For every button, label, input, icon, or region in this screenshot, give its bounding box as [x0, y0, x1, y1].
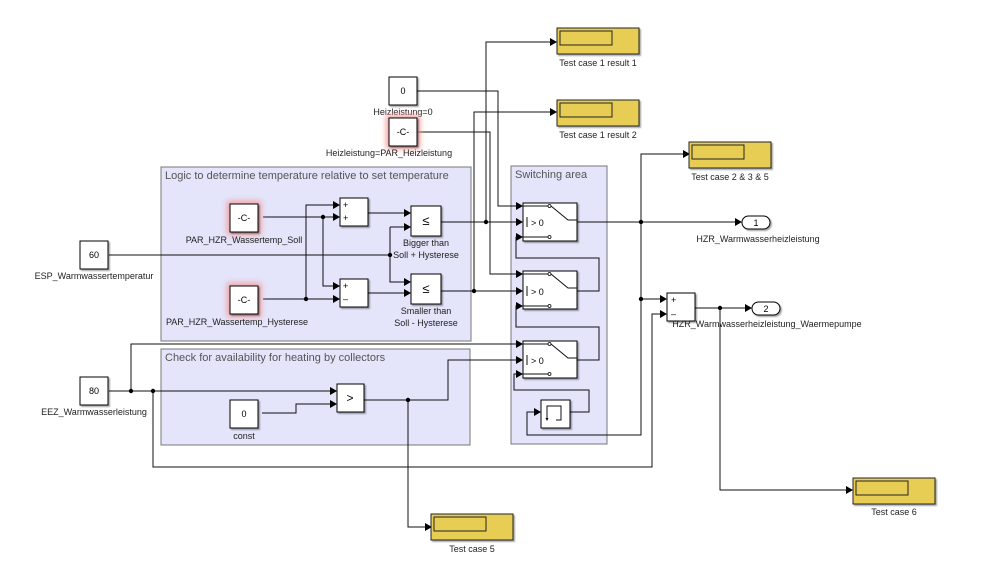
- constant-value: 80: [89, 386, 99, 396]
- sum-sign: +: [343, 200, 348, 210]
- outport-2[interactable]: 2 HZR_Warmwasserheizleistung_Waermepumpe: [672, 301, 862, 329]
- scope-test-case-5[interactable]: Test case 5: [430, 513, 514, 554]
- sum-output[interactable]: + –: [666, 292, 696, 322]
- constant-value: 0: [241, 409, 246, 419]
- sum-sign: –: [343, 294, 348, 304]
- relational-smaller-than[interactable]: ≤ Smaller than Soll - Hysterese: [394, 273, 458, 328]
- outport-number: 1: [753, 218, 758, 228]
- sum-sign: +: [343, 281, 348, 291]
- scope-label: Test case 5: [449, 544, 495, 554]
- sum-soll-plus-hysterese[interactable]: + +: [339, 197, 369, 227]
- block-label: PAR_HZR_Wassertemp_Soll: [186, 235, 303, 245]
- outport-number: 2: [763, 304, 768, 314]
- block-label: PAR_HZR_Wassertemp_Hysterese: [166, 317, 308, 327]
- scope-label: Test case 1 result 1: [559, 58, 637, 68]
- block-label: Soll + Hysterese: [393, 250, 459, 260]
- area-check[interactable]: Check for availability for heating by co…: [160, 348, 471, 446]
- switch-threshold: > 0: [531, 356, 544, 366]
- wire-hysterese-branch: [305, 204, 333, 299]
- delay-icon: [546, 405, 562, 421]
- sum-sign: +: [343, 213, 348, 223]
- relational-bigger-than[interactable]: ≤ Bigger than Soll + Hysterese: [393, 205, 459, 260]
- sum-sign: +: [671, 295, 676, 305]
- relational-operator: >: [346, 391, 353, 405]
- scope-test-case-1-result-2[interactable]: Test case 1 result 2: [556, 99, 640, 140]
- constant-heizleistung-zero[interactable]: 0 Heizleistung=0: [373, 76, 433, 117]
- unit-delay-block[interactable]: [540, 399, 571, 429]
- block-label: ESP_Warmwassertemperatur: [35, 271, 154, 281]
- constant-value: -C-: [238, 295, 251, 305]
- constant-value: 0: [400, 86, 405, 96]
- constant-value: 60: [89, 250, 99, 260]
- block-label: const: [233, 431, 255, 441]
- switch-threshold: > 0: [531, 218, 544, 228]
- wire-eez-up: [130, 343, 516, 391]
- constant-value: -C-: [238, 213, 251, 223]
- wire-eez-down: [152, 313, 660, 468]
- scope-label: Test case 6: [871, 507, 917, 517]
- constant-hysterese[interactable]: -C- PAR_HZR_Wassertemp_Hysterese: [166, 283, 308, 327]
- constant-esp[interactable]: 60 ESP_Warmwassertemperatur: [35, 240, 154, 281]
- constant-heizleistung-par[interactable]: -C- Heizleistung=PAR_Heizleistung: [326, 115, 452, 158]
- switch-1[interactable]: > 0: [522, 202, 578, 242]
- sum-soll-minus-hysterese[interactable]: + –: [339, 278, 369, 308]
- outport-label: HZR_Warmwasserheizleistung_Waermepumpe: [672, 319, 861, 329]
- block-label: Soll - Hysterese: [394, 318, 458, 328]
- relational-operator: ≤: [422, 281, 429, 296]
- block-label: Bigger than: [403, 238, 449, 248]
- wire-gt-to-scope5: [407, 400, 425, 528]
- switch-3[interactable]: > 0: [522, 340, 578, 379]
- wire-heizleistung-par: [417, 131, 516, 275]
- constant-soll[interactable]: -C- PAR_HZR_Wassertemp_Soll: [186, 201, 303, 245]
- wire-to-scope3: [640, 153, 683, 222]
- scope-test-case-6[interactable]: Test case 6: [852, 477, 936, 517]
- scope-label: Test case 2 & 3 & 5: [691, 172, 769, 182]
- block-label: Heizleistung=PAR_Heizleistung: [326, 148, 452, 158]
- outport-1[interactable]: 1 HZR_Warmwasserheizleistung: [696, 215, 820, 244]
- sum-sign: –: [671, 309, 676, 319]
- block-label: Heizleistung=0: [373, 107, 432, 117]
- scope-test-case-1-result-1[interactable]: Test case 1 result 1: [556, 27, 640, 68]
- area-logic[interactable]: Logic to determine temperature relative …: [160, 166, 472, 342]
- constant-const[interactable]: 0 const: [229, 399, 259, 441]
- wire-heizleistung0: [417, 90, 516, 207]
- scope-label: Test case 1 result 2: [559, 130, 637, 140]
- wire-const: [262, 403, 330, 414]
- scope-test-case-2-3-5[interactable]: Test case 2 & 3 & 5: [688, 141, 772, 182]
- area-check-title: Check for availability for heating by co…: [165, 352, 386, 364]
- wire-delay-in: [526, 222, 642, 436]
- relational-operator: ≤: [422, 213, 429, 228]
- area-switching-title: Switching area: [515, 169, 588, 181]
- wire-soll-branch: [322, 217, 333, 287]
- block-label: EEZ_Warmwasserleistung: [41, 407, 147, 417]
- area-logic-title: Logic to determine temperature relative …: [165, 170, 449, 182]
- wire-to-scope2: [473, 111, 550, 291]
- constant-eez[interactable]: 80 EEZ_Warmwasserleistung: [41, 376, 147, 417]
- wire-delay-to-sw3: [513, 373, 590, 413]
- signal-lines: [109, 38, 853, 531]
- relational-greater-than-const[interactable]: >: [336, 383, 365, 413]
- wire-to-scope1: [485, 41, 550, 222]
- block-label: Smaller than: [401, 306, 452, 316]
- constant-value: -C-: [397, 127, 410, 137]
- wire-to-scope6: [719, 308, 846, 491]
- outport-label: HZR_Warmwasserheizleistung: [696, 234, 819, 244]
- switch-2[interactable]: > 0: [522, 270, 578, 310]
- wire-esp-branch: [389, 227, 404, 283]
- switch-threshold: > 0: [531, 287, 544, 297]
